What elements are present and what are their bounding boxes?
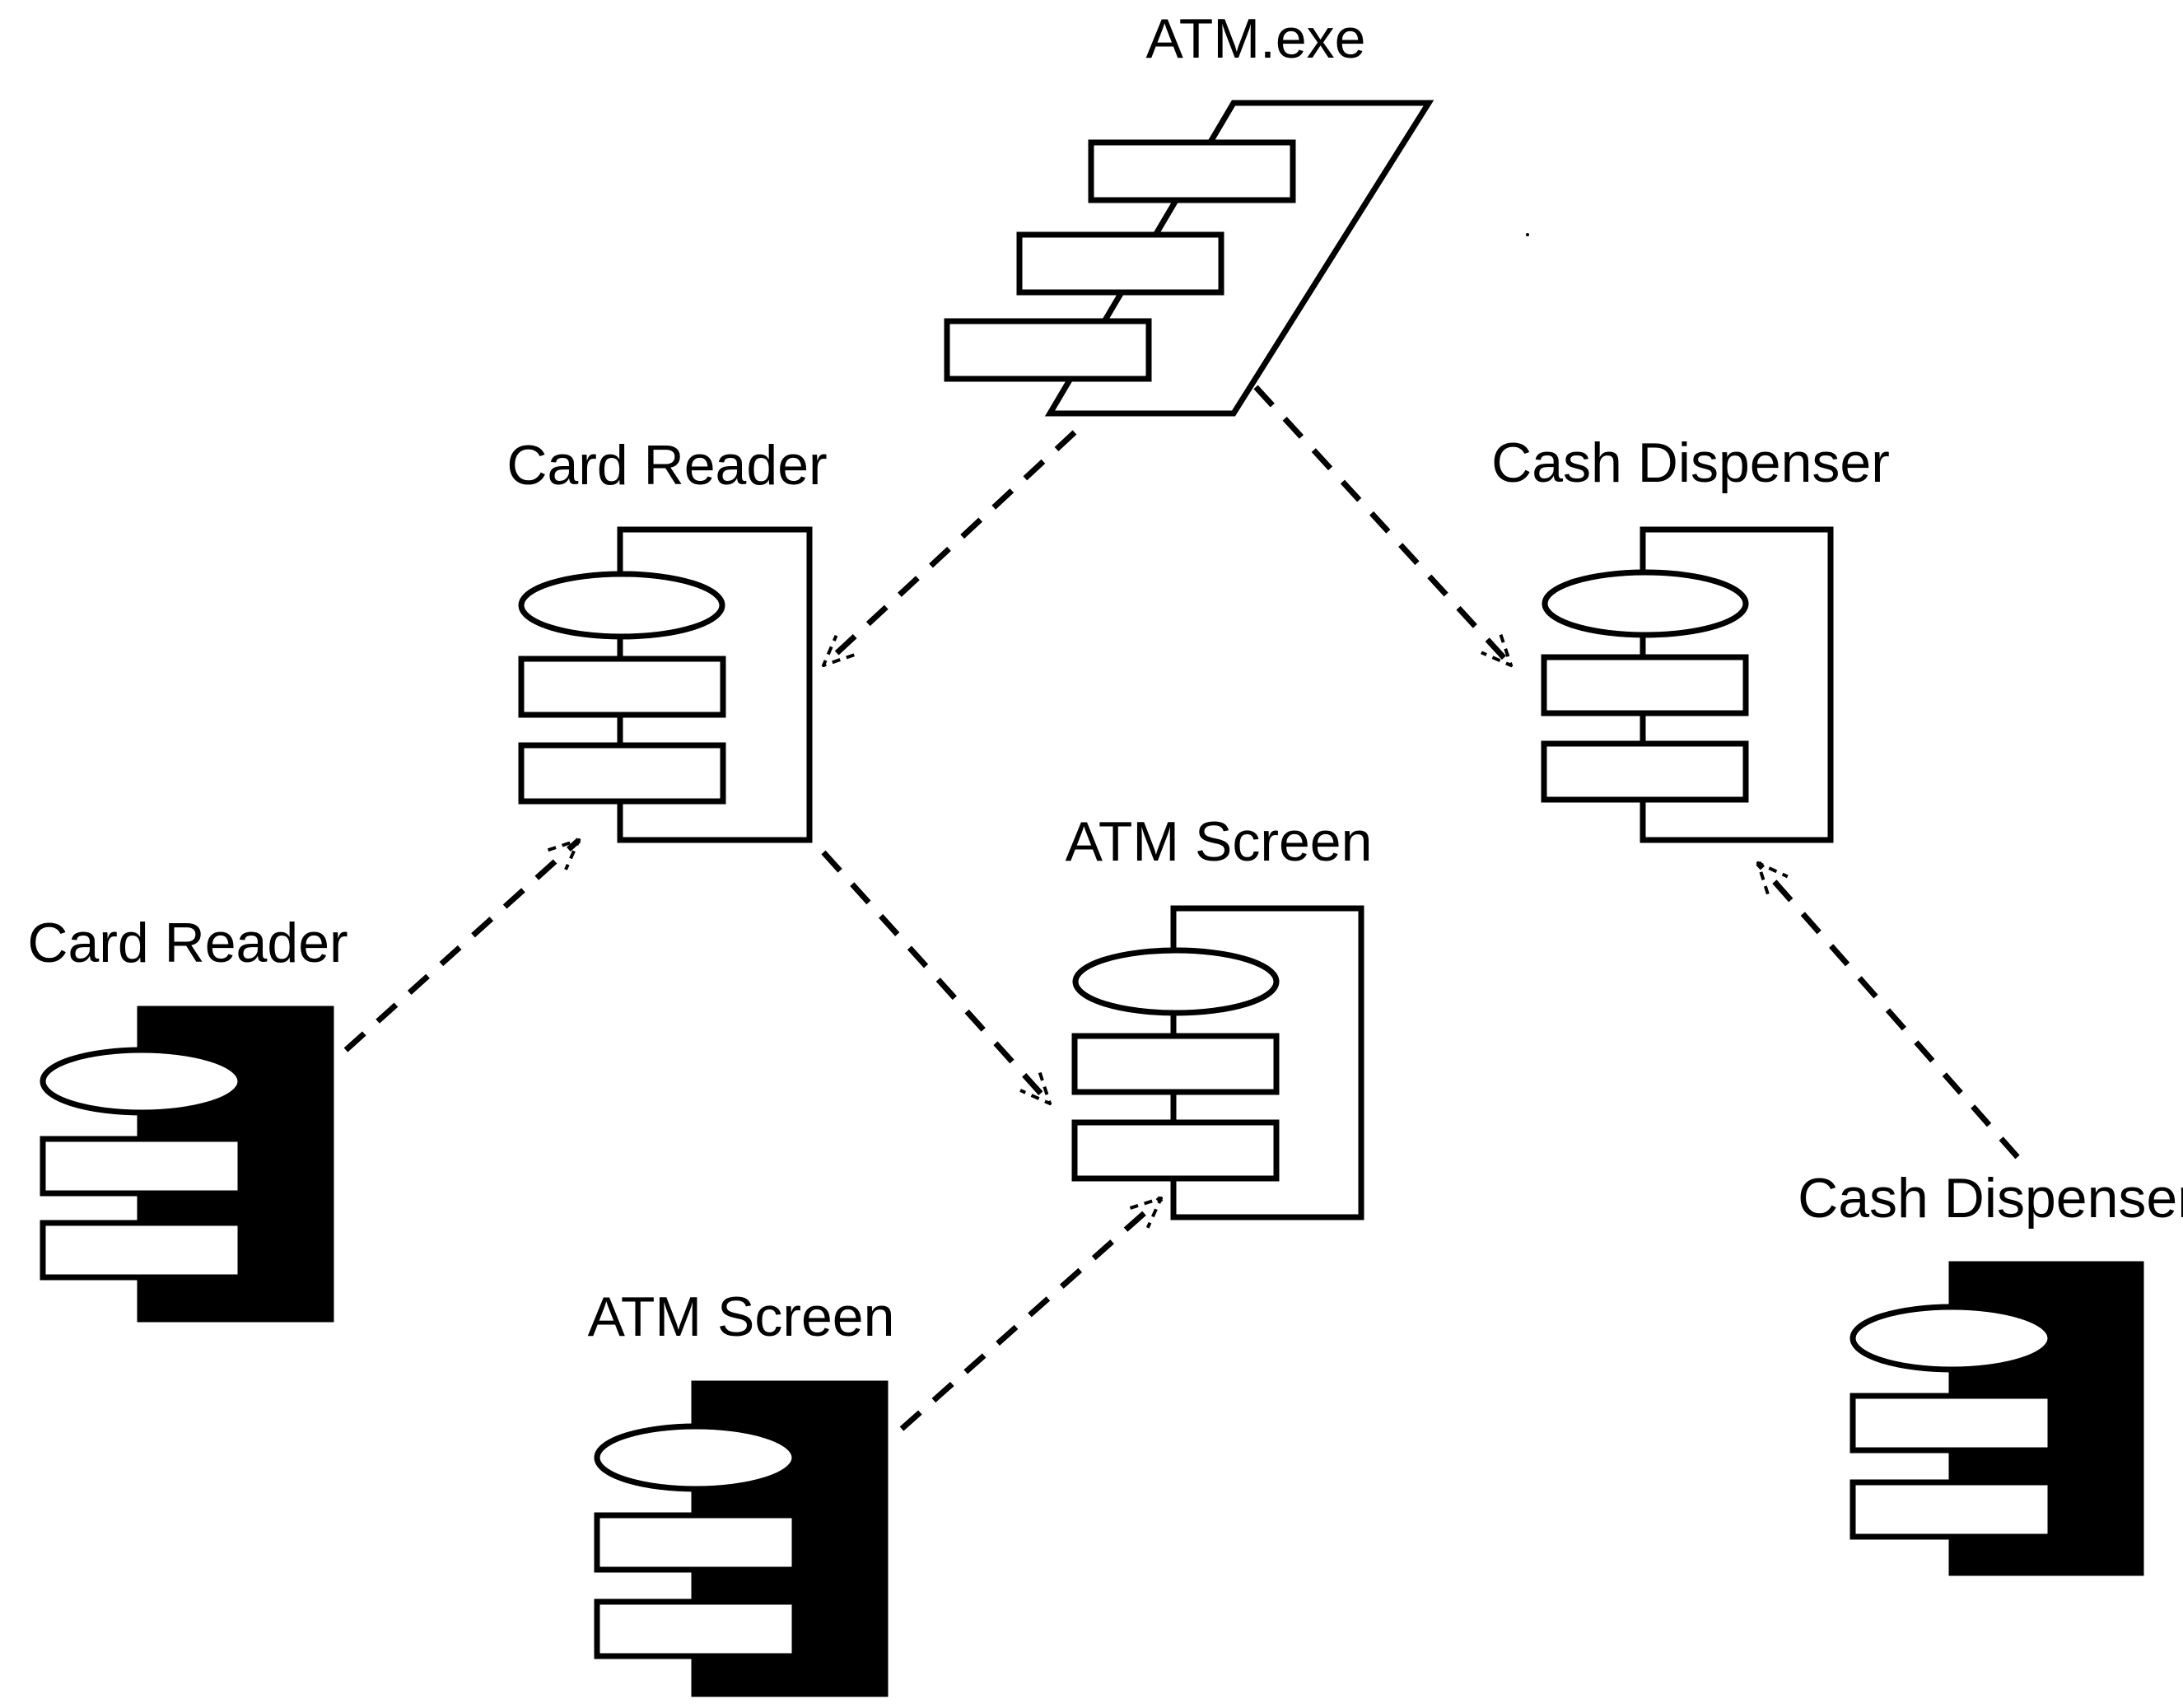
device-port-ellipse [1849,1304,2054,1373]
dependency-arrow-exe-to-cash-dispenser [1253,385,1511,665]
exe-bar-2 [1016,231,1224,296]
component-port-2 [1071,1119,1280,1182]
device-port-2 [594,1598,798,1659]
component-port-ellipse [1072,947,1280,1016]
cash-dispenser-component-label: Cash Dispenser [1491,432,1890,494]
component-port-ellipse [1542,569,1749,638]
atm-screen-device[interactable]: ATM Screen [588,1286,895,1697]
device-port-2 [1849,1479,2054,1540]
component-port-2 [1541,740,1749,803]
component-port-ellipse [518,571,725,640]
atm-screen-device-label: ATM Screen [588,1286,895,1348]
device-port-ellipse [594,1423,798,1492]
dependency-arrow-exe-to-card-reader [823,430,1077,665]
device-port-ellipse [40,1047,244,1116]
atm-screen-component-label: ATM Screen [1066,810,1373,873]
component-port-1 [1541,654,1749,716]
device-port-1 [40,1136,244,1197]
dependency-arrow-cash-dispenser-device [1758,863,2020,1160]
device-port-2 [40,1220,244,1281]
exe-bar-3 [944,318,1152,382]
exe-bar-1 [1088,139,1296,203]
atm-exe-label: ATM.exe [1145,7,1365,70]
card-reader-device-label: Card Reader [27,912,348,974]
device-port-1 [1849,1393,2054,1454]
cash-dispenser-component[interactable]: Cash Dispenser [1491,432,1890,843]
component-port-1 [1071,1033,1280,1095]
device-port-1 [594,1512,798,1573]
dependency-arrow-card-reader-to-atm-screen [821,850,1050,1104]
atm-exe-node[interactable]: ATM.exe [944,7,1434,417]
cash-dispenser-device-label: Cash Dispenser [1798,1167,2183,1230]
dependency-arrow-atm-screen-device [899,1198,1161,1431]
card-reader-component-label: Card Reader [506,434,827,497]
dependency-arrow-card-reader-device [343,840,579,1052]
speck [1526,233,1529,236]
cash-dispenser-device[interactable]: Cash Dispenser [1798,1167,2183,1576]
atm-screen-component[interactable]: ATM Screen [1066,810,1373,1220]
component-port-1 [518,656,726,718]
card-reader-device[interactable]: Card Reader [27,912,348,1323]
component-port-2 [518,742,726,805]
card-reader-component[interactable]: Card Reader [506,434,828,843]
